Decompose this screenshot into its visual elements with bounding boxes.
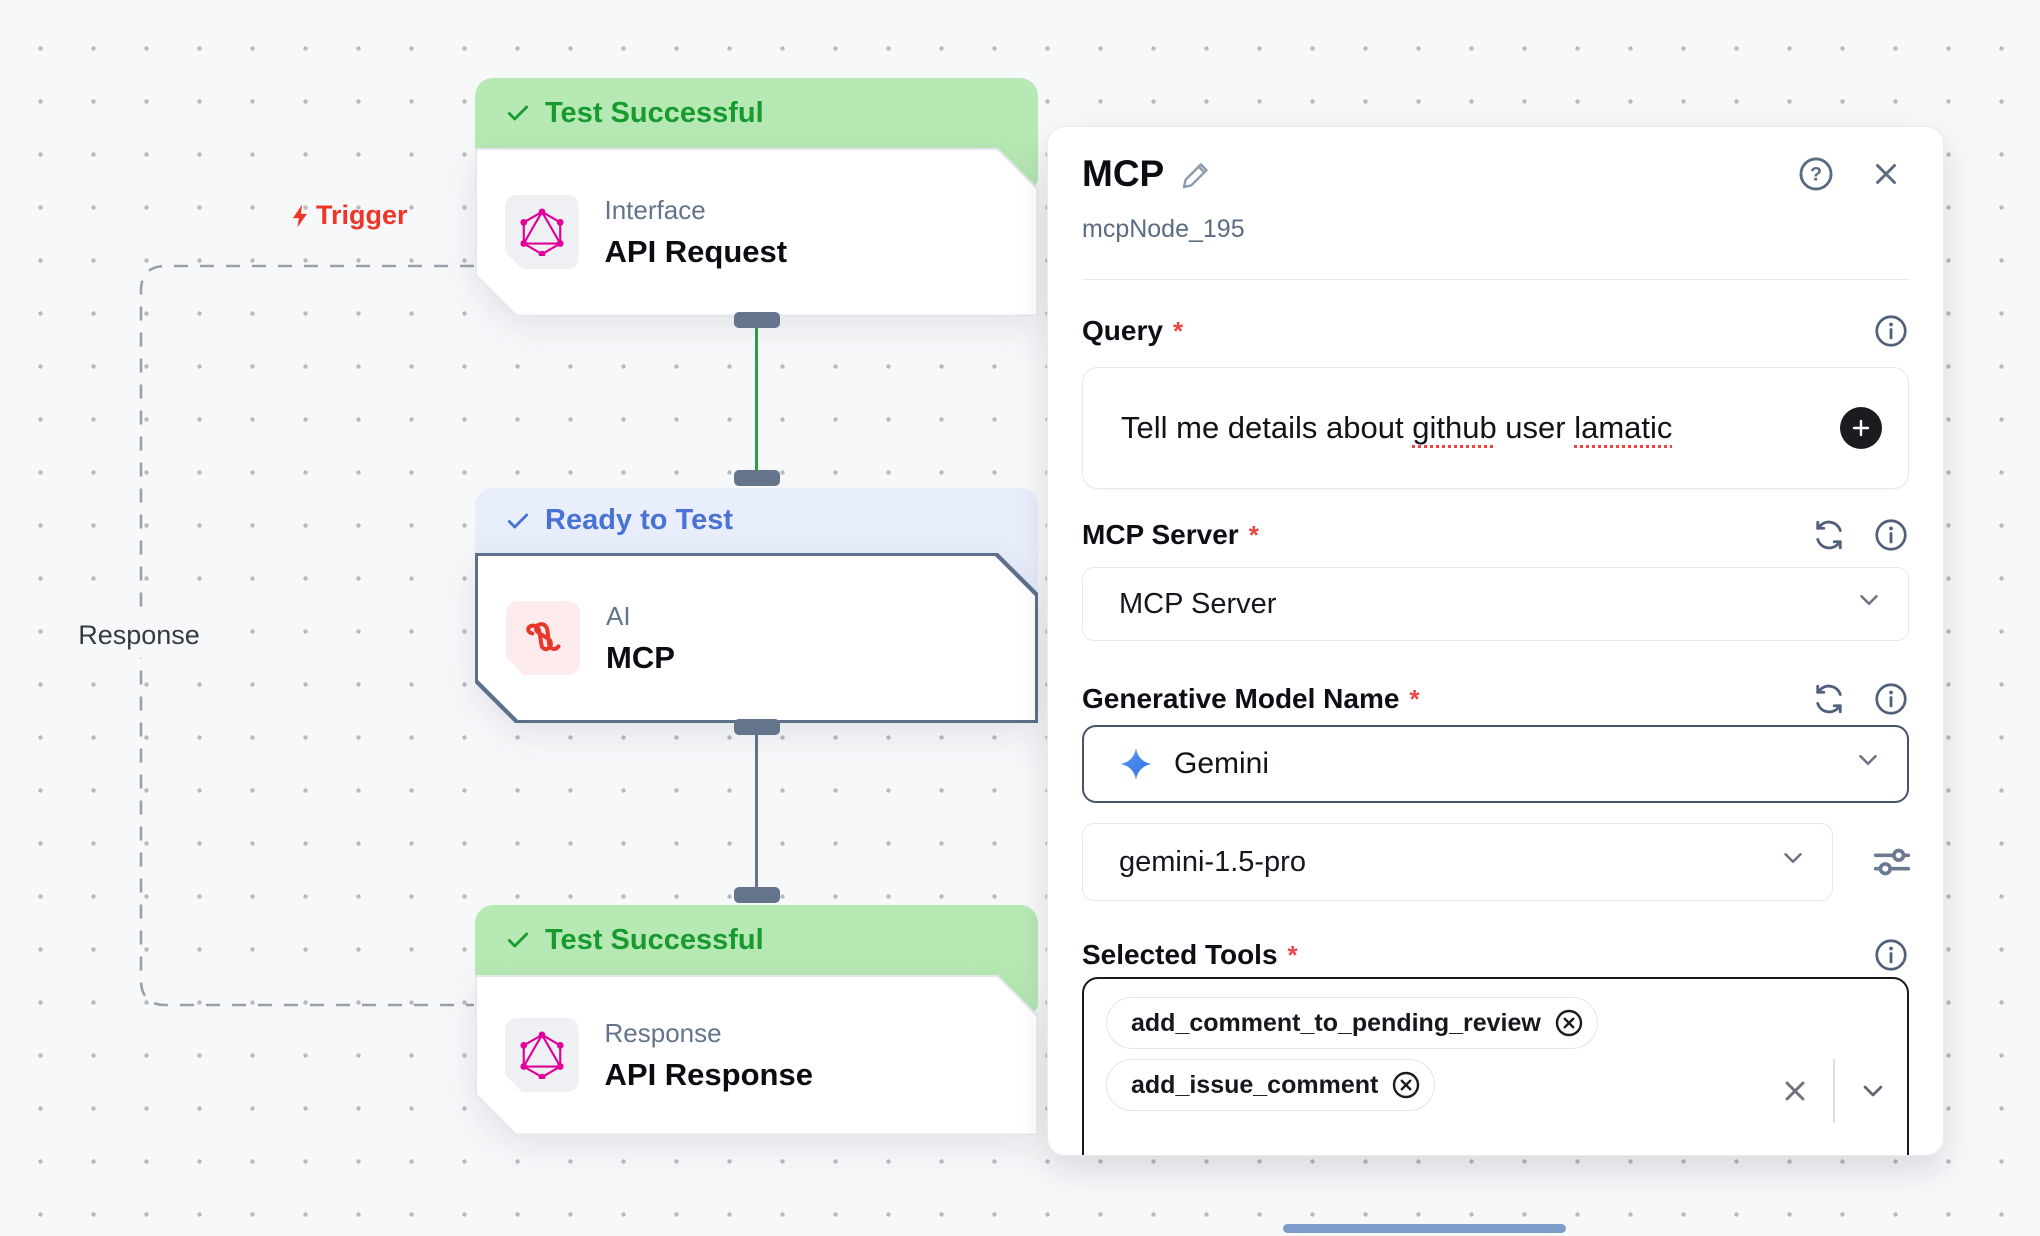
clear-all-tools-icon[interactable] xyxy=(1779,1075,1811,1107)
query-input[interactable]: Tell me details about github user lamati… xyxy=(1082,367,1909,489)
info-icon[interactable] xyxy=(1873,937,1909,973)
help-icon[interactable]: ? xyxy=(1797,155,1835,193)
svg-text:?: ? xyxy=(1810,164,1822,186)
graphql-icon xyxy=(505,195,579,269)
edge-mcp-to-apiresponse xyxy=(755,730,758,890)
check-icon xyxy=(505,100,531,126)
mcp-server-select[interactable]: MCP Server xyxy=(1082,567,1909,641)
node-api-request[interactable]: Test Successful xyxy=(475,78,1038,318)
node-api-response[interactable]: Test Successful xyxy=(475,905,1038,1137)
mcp-config-panel: MCP ? mcpNode_195 Query * Tell me details… xyxy=(1047,126,1944,1156)
edge-apirequest-to-mcp xyxy=(755,322,758,474)
trigger-label: Trigger xyxy=(288,200,408,231)
query-label: Query xyxy=(1082,315,1163,346)
info-icon[interactable] xyxy=(1873,517,1909,553)
panel-divider xyxy=(1082,279,1909,280)
horizontal-scrollbar-thumb[interactable] xyxy=(1283,1224,1566,1233)
node-id-label: mcpNode_195 xyxy=(1082,215,1245,243)
model-name-select[interactable]: gemini-1.5-pro xyxy=(1082,823,1833,901)
mcp-server-value: MCP Server xyxy=(1119,587,1277,620)
graphql-icon xyxy=(505,1018,579,1092)
node-status-text: Test Successful xyxy=(545,96,764,129)
close-icon[interactable] xyxy=(1869,157,1903,191)
mcp-server-label: MCP Server xyxy=(1082,519,1239,550)
tool-tag-label: add_issue_comment xyxy=(1131,1070,1379,1099)
required-asterisk: * xyxy=(1287,940,1298,970)
connector-handle-apiresponse-input[interactable] xyxy=(734,887,780,903)
selected-tools-label: Selected Tools xyxy=(1082,939,1278,970)
selected-tools-label-row: Selected Tools * xyxy=(1082,935,1909,975)
refresh-icon[interactable] xyxy=(1811,681,1847,717)
panel-header: MCP ? xyxy=(1082,153,1903,195)
chevron-down-icon[interactable] xyxy=(1857,1075,1889,1107)
remove-tag-icon[interactable] xyxy=(1553,1007,1585,1039)
node-status-text: Ready to Test xyxy=(545,504,734,536)
node-category: Response xyxy=(604,1017,722,1048)
info-icon[interactable] xyxy=(1873,313,1909,349)
model-name-value: gemini-1.5-pro xyxy=(1119,845,1306,878)
tool-tag-label: add_comment_to_pending_review xyxy=(1131,1008,1541,1037)
tool-tag: add_issue_comment xyxy=(1106,1059,1436,1111)
generative-model-label-row: Generative Model Name * xyxy=(1082,679,1909,719)
lightning-bolt-icon xyxy=(288,202,314,230)
add-variable-button[interactable] xyxy=(1840,407,1882,449)
query-label-row: Query * xyxy=(1082,311,1909,351)
generative-model-label: Generative Model Name xyxy=(1082,683,1400,714)
mcp-server-label-row: MCP Server * xyxy=(1082,515,1909,555)
trigger-label-text: Trigger xyxy=(316,200,408,230)
node-title: MCP xyxy=(606,639,675,675)
edit-title-icon[interactable] xyxy=(1180,157,1214,191)
gemini-sparkle-icon xyxy=(1118,746,1154,782)
info-icon[interactable] xyxy=(1873,681,1909,717)
model-settings-sliders-icon[interactable] xyxy=(1869,839,1915,885)
remove-tag-icon[interactable] xyxy=(1390,1069,1422,1101)
refresh-icon[interactable] xyxy=(1811,517,1847,553)
query-value: Tell me details about github user lamati… xyxy=(1121,410,1673,445)
chevron-down-icon xyxy=(1778,843,1808,881)
chevron-down-icon xyxy=(1854,585,1884,623)
connector-handle-mcp-output[interactable] xyxy=(734,719,780,735)
tool-tag: add_comment_to_pending_review xyxy=(1106,997,1598,1049)
panel-title: MCP xyxy=(1082,153,1165,194)
lamatic-icon xyxy=(506,601,580,675)
check-icon xyxy=(505,508,531,534)
model-provider-select[interactable]: Gemini xyxy=(1082,725,1909,803)
selected-tools-multiselect[interactable]: add_comment_to_pending_review add_issue_… xyxy=(1082,977,1909,1155)
node-category: AI xyxy=(606,600,631,631)
node-category: Interface xyxy=(604,194,706,225)
tools-divider xyxy=(1833,1059,1835,1123)
check-icon xyxy=(505,927,531,953)
node-status-text: Test Successful xyxy=(545,923,764,956)
chevron-down-icon xyxy=(1853,745,1883,783)
required-asterisk: * xyxy=(1172,316,1184,346)
node-title: API Request xyxy=(604,233,788,269)
connector-handle-apirequest-output[interactable] xyxy=(734,312,780,328)
connector-handle-mcp-input[interactable] xyxy=(734,470,780,486)
node-mcp[interactable]: Ready to Test AI MCP xyxy=(475,488,1038,725)
required-asterisk: * xyxy=(1409,684,1420,714)
node-title: API Response xyxy=(604,1056,813,1092)
model-provider-value: Gemini xyxy=(1174,747,1270,780)
response-label: Response xyxy=(64,612,214,658)
required-asterisk: * xyxy=(1248,520,1259,550)
